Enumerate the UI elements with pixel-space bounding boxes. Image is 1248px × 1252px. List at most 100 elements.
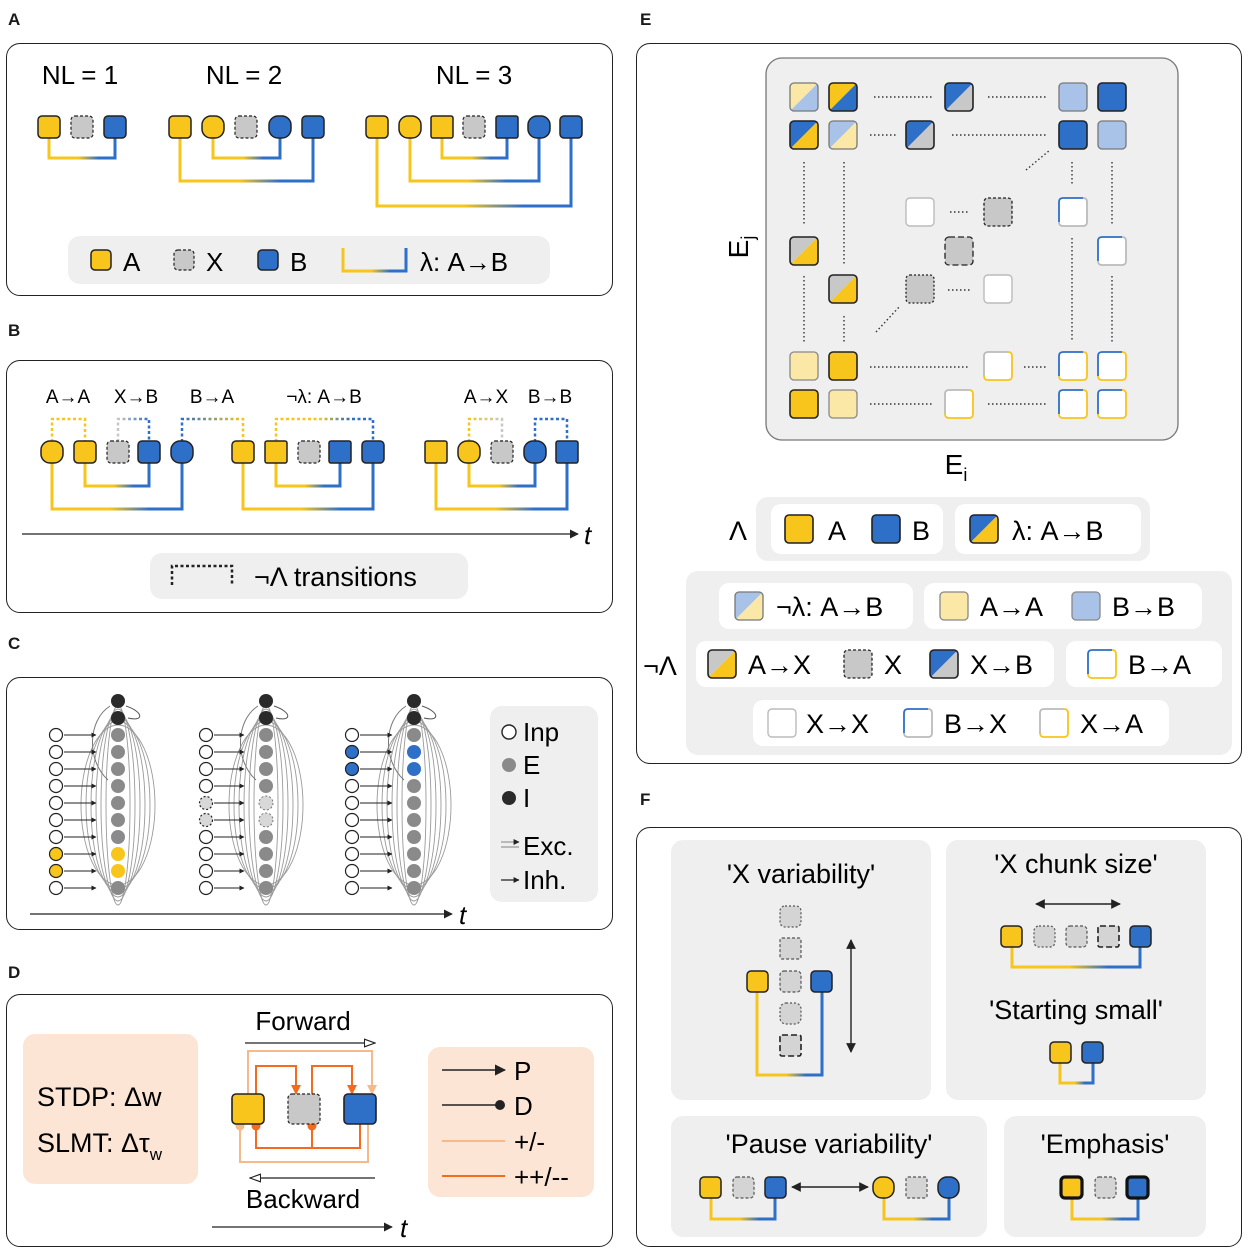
label-a-a: A→A xyxy=(46,387,91,408)
excitatory-neuron xyxy=(259,728,273,742)
nl1-label: NL = 1 xyxy=(42,60,118,90)
panel-a-content: NL = 1 NL = 2 NL = 3 A X B xyxy=(37,60,583,284)
excitatory-neuron xyxy=(111,779,125,793)
panel-letter-f: F xyxy=(640,790,651,809)
legend-e-notlambda: ¬λ: A→B xyxy=(776,592,883,622)
network-snapshot xyxy=(198,694,304,906)
excitatory-neuron xyxy=(407,813,421,827)
matrix-cell xyxy=(789,351,819,381)
backward-label: Backward xyxy=(246,1184,360,1214)
input-neuron xyxy=(48,727,64,743)
input-neuron xyxy=(48,812,64,828)
legend-e-xa: X→A xyxy=(1080,709,1143,739)
time-label-b: t xyxy=(584,520,593,550)
inhibitory-neuron xyxy=(407,694,421,708)
input-neuron xyxy=(198,744,214,760)
input-neuron xyxy=(344,761,360,777)
matrix-cell xyxy=(828,120,858,150)
input-neuron xyxy=(344,829,360,845)
label-a-x: A→X xyxy=(464,387,509,408)
input-neuron xyxy=(344,846,360,862)
legend-e-xx: X→X xyxy=(806,709,869,739)
matrix-cell xyxy=(828,351,858,381)
inhibitory-neuron xyxy=(407,711,421,725)
matrix-cell xyxy=(969,514,999,544)
inhibitory-neuron xyxy=(259,711,273,725)
notlambda-row-label: ¬Λ xyxy=(643,651,677,681)
matrix-cell xyxy=(1058,351,1088,381)
matrix-cell xyxy=(944,82,974,112)
inhibitory-neuron xyxy=(259,694,273,708)
matrix-cell xyxy=(1039,708,1069,738)
excitatory-neuron xyxy=(111,847,125,861)
legend-b: B xyxy=(290,247,307,277)
legend-exc: Exc. xyxy=(523,831,574,861)
panel-letter-a: A xyxy=(8,10,21,29)
excitatory-neuron xyxy=(407,779,421,793)
nl3-label: NL = 3 xyxy=(436,60,512,90)
network-snapshot xyxy=(344,694,452,906)
rule-slmt: SLMT: Δτw xyxy=(37,1128,163,1164)
rule-box xyxy=(23,1034,198,1184)
matrix-cell xyxy=(1097,389,1127,419)
excitatory-neuron xyxy=(259,745,273,759)
input-neuron xyxy=(198,863,214,879)
input-neuron xyxy=(198,795,214,811)
input-neuron xyxy=(198,727,214,743)
input-neuron xyxy=(48,744,64,760)
input-neuron xyxy=(198,846,214,862)
excitatory-neuron xyxy=(258,812,274,828)
input-neuron xyxy=(198,829,214,845)
label-x-b: X→B xyxy=(114,387,158,408)
legend-e-aa: A→A xyxy=(980,592,1043,622)
legend-i: I xyxy=(523,783,530,813)
forward-label: Forward xyxy=(255,1006,350,1036)
matrix-cell xyxy=(734,591,764,621)
panel-e-content: Ej Ei Λ A B λ: A→B ¬Λ ¬λ: A→B A→A B→B A→… xyxy=(643,57,1232,755)
matrix-cell xyxy=(828,274,858,304)
input-neuron xyxy=(198,812,214,828)
input-neuron xyxy=(344,727,360,743)
excitatory-neuron xyxy=(111,830,125,844)
legend-e-ba: B→A xyxy=(1128,650,1191,680)
legend-e-ax: A→X xyxy=(748,650,811,680)
excitatory-neuron xyxy=(111,813,125,827)
excitatory-neuron xyxy=(259,779,273,793)
excitatory-neuron xyxy=(407,864,421,878)
matrix-cell xyxy=(1097,351,1127,381)
excitatory-neuron xyxy=(111,881,125,895)
matrix-cell xyxy=(944,236,974,266)
b-token xyxy=(103,115,127,139)
legend-e-a: A xyxy=(828,516,846,546)
legend-e-bb: B→B xyxy=(1112,592,1175,622)
legend-p: P xyxy=(514,1056,531,1086)
input-neuron xyxy=(344,795,360,811)
matrix-cell xyxy=(1087,649,1117,679)
excitatory-neuron xyxy=(259,830,273,844)
excitatory-neuron xyxy=(259,881,273,895)
matrix-cell xyxy=(789,82,819,112)
input-neuron xyxy=(48,829,64,845)
panel-letter-c: C xyxy=(8,634,21,653)
input-neuron xyxy=(344,812,360,828)
excitatory-neuron xyxy=(407,881,421,895)
excitatory-neuron xyxy=(407,745,421,759)
matrix-cell xyxy=(905,120,935,150)
pause-variability-title: 'Pause variability' xyxy=(726,1129,933,1159)
network-snapshot xyxy=(48,694,156,906)
excitatory-neuron xyxy=(407,830,421,844)
input-neuron xyxy=(48,761,64,777)
input-neuron xyxy=(198,761,214,777)
matrix-ellipsis xyxy=(875,305,901,333)
matrix-cell xyxy=(1097,120,1127,150)
matrix-cell xyxy=(789,389,819,419)
panel-a-legend xyxy=(68,236,550,284)
rule-stdp: STDP: Δw xyxy=(37,1082,162,1112)
matrix-cell xyxy=(828,82,858,112)
a-token xyxy=(37,115,61,139)
input-neuron xyxy=(48,846,64,862)
x-chunk-size-title: 'X chunk size' xyxy=(994,849,1157,879)
excitatory-neuron xyxy=(407,762,421,776)
matrix-cell xyxy=(983,197,1013,227)
